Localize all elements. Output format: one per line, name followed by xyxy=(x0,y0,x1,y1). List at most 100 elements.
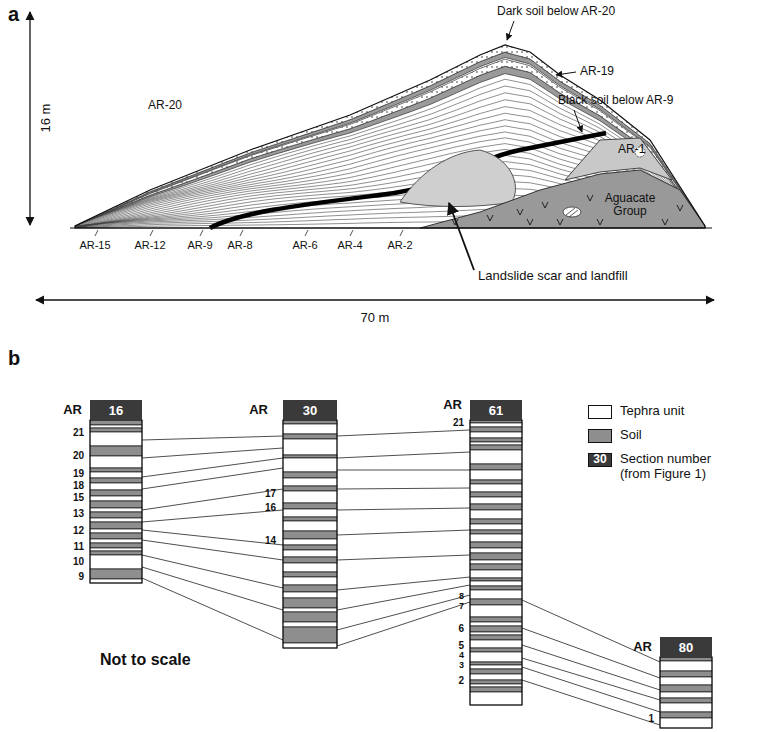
tephra-band xyxy=(283,509,337,517)
tephra-band xyxy=(470,524,522,530)
tephra-band xyxy=(283,539,337,545)
volcanic-symbol xyxy=(587,195,593,201)
panel-letter: a xyxy=(8,3,19,25)
column-prefix: AR xyxy=(249,403,268,417)
tephra-band xyxy=(470,692,522,705)
unit-number: 1 xyxy=(648,713,654,724)
tephra-band xyxy=(470,605,522,617)
soil-band xyxy=(283,472,337,478)
tephra-band xyxy=(283,592,337,598)
unit-label: Aguacate Group xyxy=(595,192,665,218)
section-number-box: 61 xyxy=(470,400,522,420)
soil-band xyxy=(470,662,522,665)
tephra-band xyxy=(283,478,337,486)
ar-1-unit xyxy=(565,138,672,180)
tephra-band xyxy=(660,718,712,728)
sample-label: AR-6 xyxy=(292,239,317,251)
soil-band xyxy=(470,438,522,442)
volcanic-symbol xyxy=(557,219,563,225)
tephra-band xyxy=(283,577,337,585)
height-dimension xyxy=(29,12,30,225)
column-outline xyxy=(660,657,712,728)
tephra-band xyxy=(470,442,522,445)
soil-band xyxy=(90,446,142,456)
soil-band xyxy=(90,420,142,425)
tephra-band xyxy=(470,665,522,669)
soil-band xyxy=(90,533,142,539)
section-number-box: 30 xyxy=(283,400,337,420)
unit-number: 21 xyxy=(453,417,464,428)
tephra-band xyxy=(90,555,142,569)
tephra-band xyxy=(660,703,712,712)
legend-text: Soil xyxy=(620,428,642,443)
sample-arrow xyxy=(305,230,308,236)
soil-band xyxy=(470,427,522,432)
sample-arrow xyxy=(400,230,403,236)
leader-arrow xyxy=(449,203,474,270)
soil-band xyxy=(283,545,337,550)
layer-band xyxy=(70,59,710,226)
tephra-band xyxy=(470,548,522,553)
unit-number: 20 xyxy=(73,450,84,461)
unit-label: AR-20 xyxy=(148,99,182,112)
unit-number: 17 xyxy=(265,488,276,499)
correlation-line xyxy=(142,468,283,489)
soil-band xyxy=(660,657,712,661)
column-outline xyxy=(90,420,142,583)
tephra-layer-line xyxy=(70,120,710,228)
tephra-band xyxy=(660,661,712,671)
tephra-band xyxy=(470,470,522,480)
tephra-band xyxy=(470,534,522,542)
volcanic-symbol xyxy=(597,219,603,225)
tephra-band xyxy=(470,484,522,492)
soil-band xyxy=(470,445,522,450)
sample-label: AR-12 xyxy=(134,239,165,251)
soil-band xyxy=(90,478,142,483)
tephra-band xyxy=(660,677,712,685)
volcanic-symbol xyxy=(527,219,533,225)
tephra-band xyxy=(470,632,522,635)
soil-band xyxy=(470,492,522,497)
tephra-band xyxy=(90,579,142,583)
correlation-line xyxy=(142,448,283,458)
section-number: 16 xyxy=(109,404,123,417)
correlation-line xyxy=(337,452,470,458)
correlation-line xyxy=(337,508,470,510)
column-prefix: AR xyxy=(63,403,82,417)
section-number: 30 xyxy=(303,404,317,417)
column-outline xyxy=(283,420,337,648)
correlation-line xyxy=(522,680,660,725)
correlation-line xyxy=(337,585,470,610)
column-prefix: AR xyxy=(633,640,652,654)
stratigraphic-columns xyxy=(90,420,712,728)
tephra-layer-line xyxy=(70,79,710,227)
sample-label: AR-2 xyxy=(387,239,412,251)
sample-label: AR-19 xyxy=(580,65,614,78)
soil-band xyxy=(90,501,142,508)
correlation-line xyxy=(142,578,283,640)
soil-band xyxy=(90,490,142,496)
tephra-band xyxy=(470,510,522,519)
soil-band xyxy=(90,468,142,472)
soil-band xyxy=(90,569,142,579)
correlation-line xyxy=(337,470,470,471)
sample-arrow xyxy=(240,230,243,236)
soil-band xyxy=(90,428,142,432)
soil-band xyxy=(470,480,522,484)
tephra-band xyxy=(470,652,522,662)
section-number: 61 xyxy=(489,404,503,417)
soil-band xyxy=(470,599,522,605)
soil-band xyxy=(90,551,142,555)
correlation-line xyxy=(337,602,470,646)
tephra-layer-line xyxy=(70,86,710,227)
tephra-layer-line xyxy=(70,113,710,228)
correlation-line xyxy=(337,430,470,436)
dimension-label: 16 m xyxy=(39,104,53,133)
unit-number: 5 xyxy=(458,640,464,651)
correlation-lines xyxy=(142,430,660,725)
width-dimension xyxy=(36,299,714,300)
column-outline xyxy=(470,420,522,705)
tephra-band xyxy=(90,456,142,468)
tephra-band xyxy=(283,608,337,612)
